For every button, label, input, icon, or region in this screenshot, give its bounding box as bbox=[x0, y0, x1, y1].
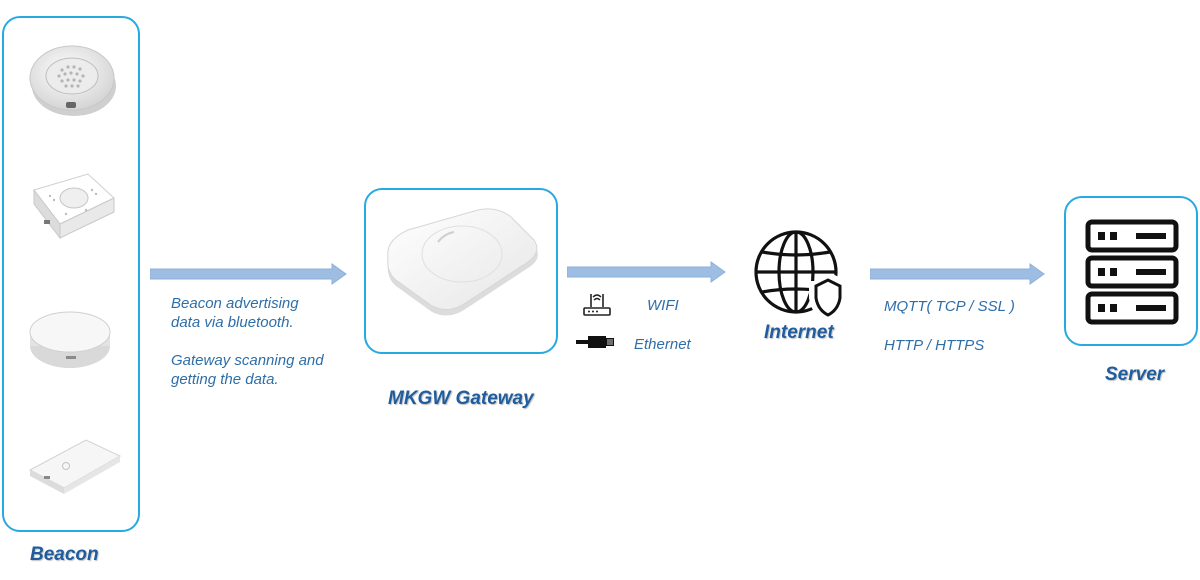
gateway-device-icon bbox=[387, 208, 538, 316]
gateway-title: MKGW Gateway bbox=[388, 388, 534, 409]
mqtt-label: MQTT( TCP / SSL ) bbox=[884, 298, 1015, 315]
beacon-link-line-1: Beacon advertising bbox=[171, 295, 299, 312]
ethernet-plug-icon bbox=[576, 336, 614, 348]
wifi-router-icon bbox=[583, 294, 611, 316]
server-title: Server bbox=[1105, 364, 1165, 385]
card-beacon-icon bbox=[28, 439, 122, 494]
square-beacon-icon bbox=[33, 173, 115, 240]
arrow-internet-to-server bbox=[870, 263, 1045, 285]
disc-beacon-icon bbox=[29, 311, 111, 368]
http-label: HTTP / HTTPS bbox=[884, 337, 985, 354]
globe-shield-icon bbox=[754, 230, 844, 320]
arrow-gateway-to-internet bbox=[567, 261, 726, 283]
arrow-beacon-to-gateway bbox=[150, 263, 347, 285]
beacon-link-line-3: Gateway scanning and bbox=[171, 352, 324, 369]
server-rack-icon bbox=[1085, 219, 1179, 325]
internet-title: Internet bbox=[764, 322, 834, 343]
round-beacon-icon bbox=[29, 45, 116, 116]
beacon-link-line-2: data via bluetooth. bbox=[171, 314, 294, 331]
ethernet-label: Ethernet bbox=[634, 336, 691, 353]
wifi-label: WIFI bbox=[647, 297, 679, 314]
beacon-title: Beacon bbox=[30, 544, 99, 565]
beacon-link-line-4: getting the data. bbox=[171, 371, 279, 388]
